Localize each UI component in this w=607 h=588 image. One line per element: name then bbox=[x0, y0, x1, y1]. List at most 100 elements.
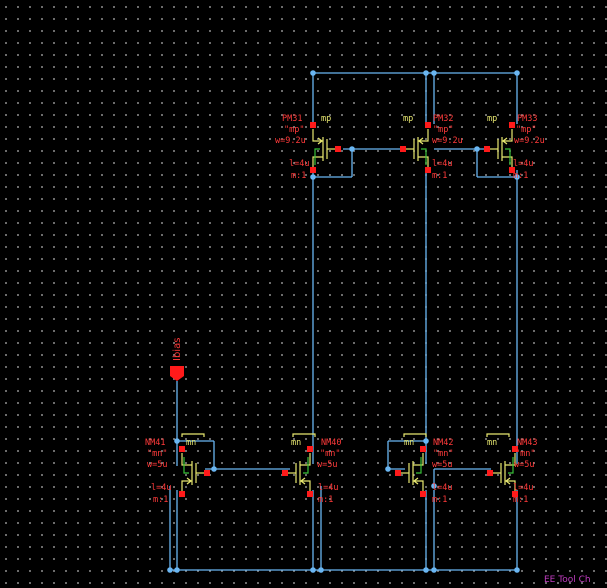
nm43-mult: m:1 bbox=[513, 495, 528, 505]
pm31-mult: m:1 bbox=[291, 171, 306, 181]
pm32-length: l=4u bbox=[432, 159, 452, 169]
pm31-width: w=9.2u bbox=[275, 136, 306, 146]
nm40-name: NM40 bbox=[321, 438, 341, 448]
nm43-pin-0[interactable] bbox=[512, 446, 518, 452]
nmos-gate-marker-line-2 bbox=[403, 433, 427, 437]
pm31-length: l=4u bbox=[289, 159, 309, 169]
pm31-pin-0[interactable] bbox=[310, 122, 316, 128]
nmos-gate-marker-icon-0 bbox=[181, 433, 205, 437]
pm31-transistor-icon[interactable] bbox=[310, 122, 341, 173]
nm42-model-tag: mn bbox=[404, 438, 414, 448]
pm33-model-tag: mp bbox=[487, 114, 497, 124]
nm42-source-lead bbox=[413, 480, 424, 493]
nm41-labels: NM41 mn "mn" w=5u l=4u m:1 bbox=[145, 438, 196, 505]
nmos-gate-marker-line-3 bbox=[486, 433, 510, 437]
nm42-transistor-icon[interactable] bbox=[395, 446, 426, 497]
junction-dot-13 bbox=[310, 567, 316, 573]
nm40-bulk-lead bbox=[303, 457, 309, 474]
devices bbox=[179, 122, 518, 497]
nm42-pin-1[interactable] bbox=[420, 491, 426, 497]
nm41-pin-2[interactable] bbox=[204, 470, 210, 476]
junction-dot-14 bbox=[318, 567, 324, 573]
nm42-name: NM42 bbox=[433, 438, 453, 448]
nmos-gate-marker-line-0 bbox=[181, 433, 205, 437]
nm40-width: w=5u bbox=[317, 460, 337, 470]
junction-dot-7 bbox=[514, 174, 520, 180]
pm32-bulk-lead bbox=[421, 148, 427, 165]
pm32-pin-0[interactable] bbox=[425, 122, 431, 128]
watermark: EE Tool Ch bbox=[544, 575, 591, 585]
nm43-name: NM43 bbox=[517, 438, 537, 448]
nm41-pin-0[interactable] bbox=[179, 446, 185, 452]
pm33-transistor-icon[interactable] bbox=[484, 122, 515, 173]
junction-dot-16 bbox=[431, 567, 437, 573]
pm32-source-lead bbox=[418, 156, 429, 169]
nm43-pin-1[interactable] bbox=[512, 491, 518, 497]
nm40-source-lead bbox=[300, 480, 311, 493]
junction-dot-5 bbox=[474, 146, 480, 152]
nm43-model-tag: mn bbox=[487, 438, 497, 448]
nm43-transistor-icon[interactable] bbox=[487, 446, 518, 497]
pm32-name: PM32 bbox=[433, 114, 453, 124]
nm43-labels: mn NM43 "mn" w=5u l=4u m:1 bbox=[487, 438, 537, 505]
junction-dot-3 bbox=[514, 70, 520, 76]
nm40-transistor-icon[interactable] bbox=[282, 446, 313, 497]
nm42-length: l=4u bbox=[432, 483, 452, 493]
pm31-arrow-icon bbox=[317, 137, 323, 145]
pm32-pin-2[interactable] bbox=[400, 146, 406, 152]
nm42-pin-2[interactable] bbox=[395, 470, 401, 476]
junction-dot-0 bbox=[310, 70, 316, 76]
nm42-arrow-icon bbox=[413, 477, 419, 485]
pm31-pin-1[interactable] bbox=[310, 167, 316, 173]
pm31-pin-2[interactable] bbox=[335, 146, 341, 152]
wires bbox=[169, 72, 518, 571]
nm43-length: l=4u bbox=[513, 483, 533, 493]
nm41-transistor-icon[interactable] bbox=[179, 446, 210, 497]
junction-dot-2 bbox=[431, 70, 437, 76]
pm33-pin-0[interactable] bbox=[509, 122, 515, 128]
nm43-drain-lead bbox=[505, 453, 516, 466]
pm32-transistor-icon[interactable] bbox=[400, 122, 431, 173]
ibias-label: Ibias bbox=[172, 338, 183, 361]
nm41-width: w=5u bbox=[147, 460, 167, 470]
pm32-arrow-icon bbox=[418, 137, 424, 145]
pm33-arrow-icon bbox=[502, 137, 508, 145]
nm40-length: l=4u bbox=[318, 483, 338, 493]
nm41-model: "mn" bbox=[147, 449, 167, 459]
pm31-model-tag: mp bbox=[321, 114, 331, 124]
nm40-drain-lead bbox=[300, 453, 311, 466]
pm31-bulk-lead bbox=[314, 148, 320, 165]
junction-dot-6 bbox=[310, 174, 316, 180]
nm43-pin-2[interactable] bbox=[487, 470, 493, 476]
nmos-gate-marker-icon-1 bbox=[292, 433, 316, 437]
pm31-labels: PM31 mp "mp" w=9.2u l=4u m:1 bbox=[275, 114, 331, 181]
junction-dot-4 bbox=[349, 146, 355, 152]
pm32-mult: m:1 bbox=[432, 171, 447, 181]
junction-dots bbox=[167, 70, 520, 573]
pm33-pin-2[interactable] bbox=[484, 146, 490, 152]
nm41-length: l=4u bbox=[151, 483, 171, 493]
nm41-bulk-lead bbox=[183, 457, 189, 474]
junction-dot-9 bbox=[211, 466, 217, 472]
pm33-name: PM33 bbox=[517, 114, 537, 124]
nm40-pin-0[interactable] bbox=[307, 446, 313, 452]
nm41-model-tag: mn bbox=[186, 438, 196, 448]
nm41-pin-1[interactable] bbox=[179, 491, 185, 497]
nm40-pin-2[interactable] bbox=[282, 470, 288, 476]
pm33-mult: m:1 bbox=[513, 171, 528, 181]
nm41-mult: m:1 bbox=[153, 495, 168, 505]
nm42-width: w=5u bbox=[432, 460, 452, 470]
junction-dot-19 bbox=[431, 483, 437, 489]
pm33-width: w=9.2u bbox=[514, 136, 545, 146]
nm40-pin-1[interactable] bbox=[307, 491, 313, 497]
nm41-source-lead bbox=[181, 480, 192, 493]
nm42-pin-0[interactable] bbox=[420, 446, 426, 452]
pm33-pin-1[interactable] bbox=[509, 167, 515, 173]
pm32-pin-1[interactable] bbox=[425, 167, 431, 173]
pm31-name: PM31 bbox=[282, 114, 302, 124]
nm43-arrow-icon bbox=[505, 477, 511, 485]
nm40-model-tag: mn bbox=[291, 438, 301, 448]
ibias-pin[interactable]: Ibias bbox=[170, 338, 184, 381]
nm41-drain-lead bbox=[181, 453, 192, 466]
